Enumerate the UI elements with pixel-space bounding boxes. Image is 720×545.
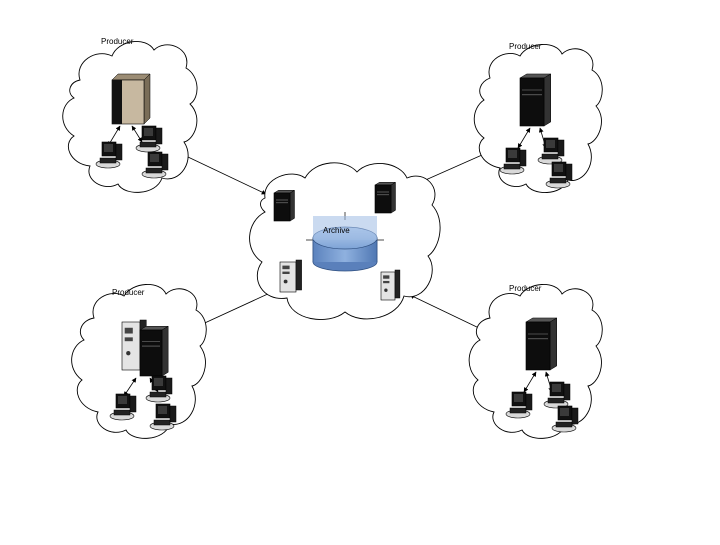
archive-database-icon: [306, 212, 384, 272]
server-icon: [139, 325, 170, 377]
link-arrow: [131, 125, 143, 143]
workstation-icon: [551, 405, 579, 433]
producer-label-bottom-left: Producer: [112, 288, 145, 297]
link-arrow: [517, 127, 531, 149]
workstation-icon: [505, 391, 533, 419]
archive-server-icon: [279, 259, 302, 293]
archive-server-icon: [380, 269, 401, 301]
producer-label-top-left: Producer: [101, 37, 134, 46]
link-arrow: [523, 371, 537, 393]
workstation-icon: [499, 147, 527, 175]
archive-server-icon: [374, 181, 397, 214]
workstation-icon: [141, 151, 169, 179]
producer-cluster-top-left: [95, 73, 169, 179]
workstation-icon: [149, 403, 177, 431]
connector-bottom-right: [409, 294, 482, 330]
server-icon: [519, 73, 552, 127]
producer-cluster-top-right: [499, 73, 573, 189]
producer-label-bottom-right: Producer: [509, 284, 542, 293]
connector-top-left: [187, 156, 267, 195]
server-icon: [111, 73, 151, 125]
workstation-icon: [537, 137, 565, 165]
archive-server-icon: [273, 189, 296, 222]
producer-cluster-bottom-right: [505, 317, 579, 433]
workstation-icon: [545, 161, 573, 189]
workstation-icon: [109, 393, 137, 421]
link-arrow: [123, 377, 137, 397]
workstation-icon: [135, 125, 163, 153]
workstation-icon: [95, 141, 123, 169]
producer-label-top-right: Producer: [509, 42, 542, 51]
workstation-icon: [145, 375, 173, 403]
server-icon: [525, 317, 558, 371]
producer-cluster-bottom-left: [109, 319, 177, 431]
archive-label: Archive: [323, 226, 350, 235]
